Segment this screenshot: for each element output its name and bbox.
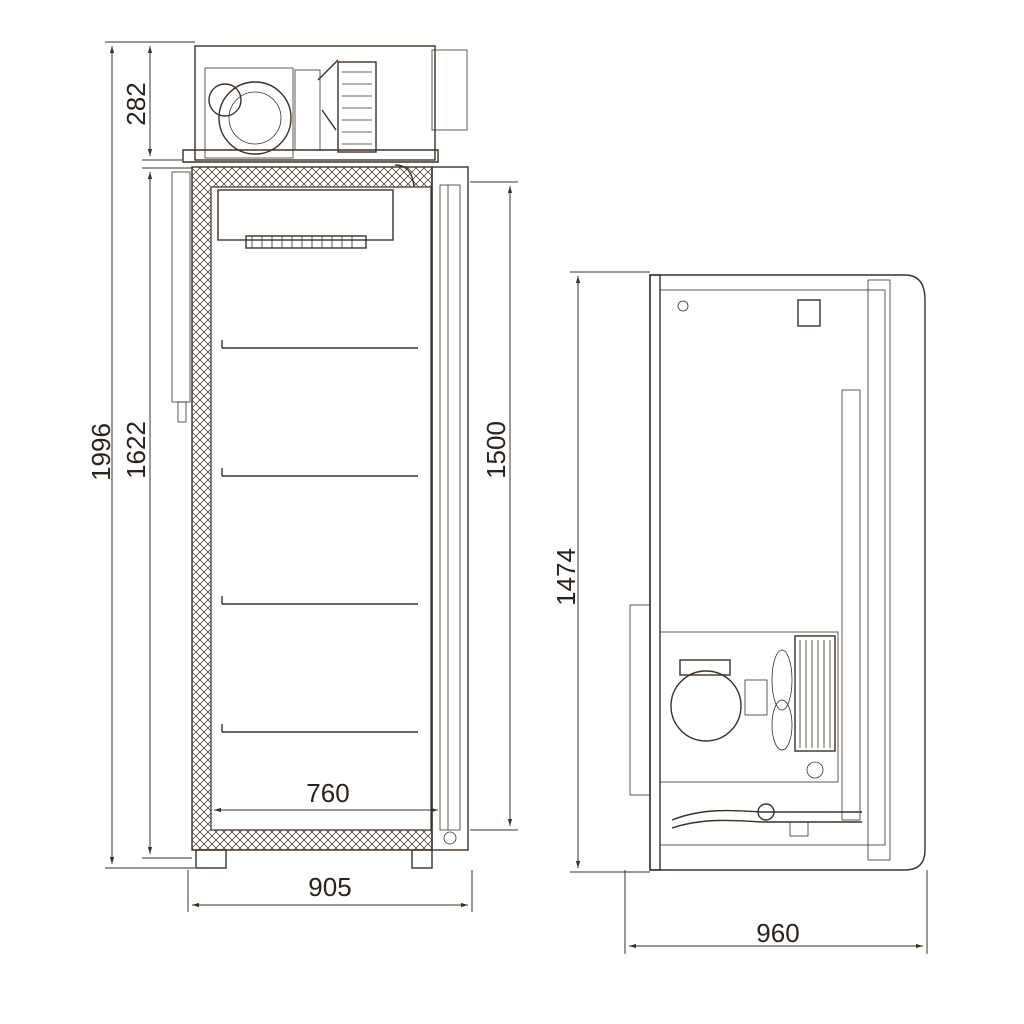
dim-total-width: 905 [308,872,351,902]
dimension-lines-side [570,271,928,954]
door [431,166,469,851]
dim-inner-width: 760 [306,778,349,808]
compressor-unit [659,631,862,837]
dim-total-height: 1996 [86,423,116,481]
dim-cabinet-height: 1622 [121,421,151,479]
front-view: 1996 282 1622 1500 760 905 [86,41,518,912]
dim-depth: 960 [756,918,799,948]
dimension-lines [105,41,518,912]
dim-side-height: 1474 [551,548,581,606]
shelf-4 [221,724,418,733]
shelf-3 [221,596,418,605]
shelf-2 [221,468,418,477]
cabinet-body [171,166,433,869]
shelves [221,340,418,733]
dim-unit-height: 282 [121,82,151,125]
shelf-1 [221,340,418,349]
dim-door-height: 1500 [481,421,511,479]
side-view: 1474 960 [551,271,928,954]
